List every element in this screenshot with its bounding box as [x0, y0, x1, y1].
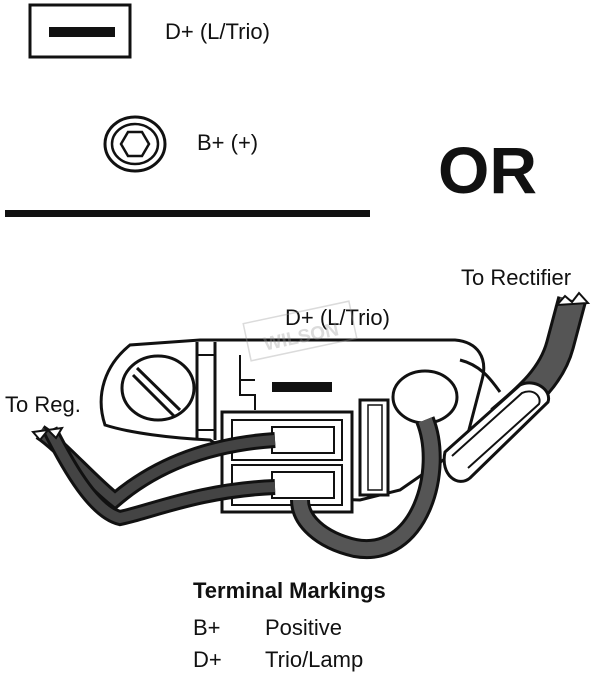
terminal-markings-legend: Terminal Markings B+ Positive D+ Trio/La…	[193, 578, 386, 676]
b-plus-symbol-label: B+ (+)	[197, 130, 258, 155]
d-plus-symbol	[28, 3, 132, 59]
terminal-clip	[358, 398, 390, 497]
divider-line	[5, 210, 370, 217]
rectifier-terminal	[442, 358, 551, 483]
b-plus-stud	[391, 369, 459, 425]
to-rectifier-label: To Rectifier	[461, 265, 571, 290]
stud-loop-wire	[290, 416, 442, 560]
or-text: OR	[438, 133, 537, 207]
regulator-wires	[31, 425, 276, 527]
d-plus-symbol-label: D+ (L/Trio)	[165, 19, 270, 44]
legend-code: B+	[193, 615, 221, 640]
legend-meaning: Positive	[265, 615, 343, 640]
d-plus-terminal-mark	[272, 382, 332, 392]
legend-title: Terminal Markings	[193, 578, 386, 603]
diagram-d-plus-label: D+ (L/Trio)	[285, 305, 390, 330]
b-plus-symbol	[103, 115, 167, 173]
legend-code: D+	[193, 647, 222, 672]
legend-row-d-plus: D+ Trio/Lamp	[193, 644, 386, 676]
to-reg-label: To Reg.	[5, 392, 81, 417]
legend-row-b-plus: B+ Positive	[193, 612, 386, 644]
legend-meaning: Trio/Lamp	[265, 647, 364, 672]
mounting-screw	[120, 354, 196, 422]
